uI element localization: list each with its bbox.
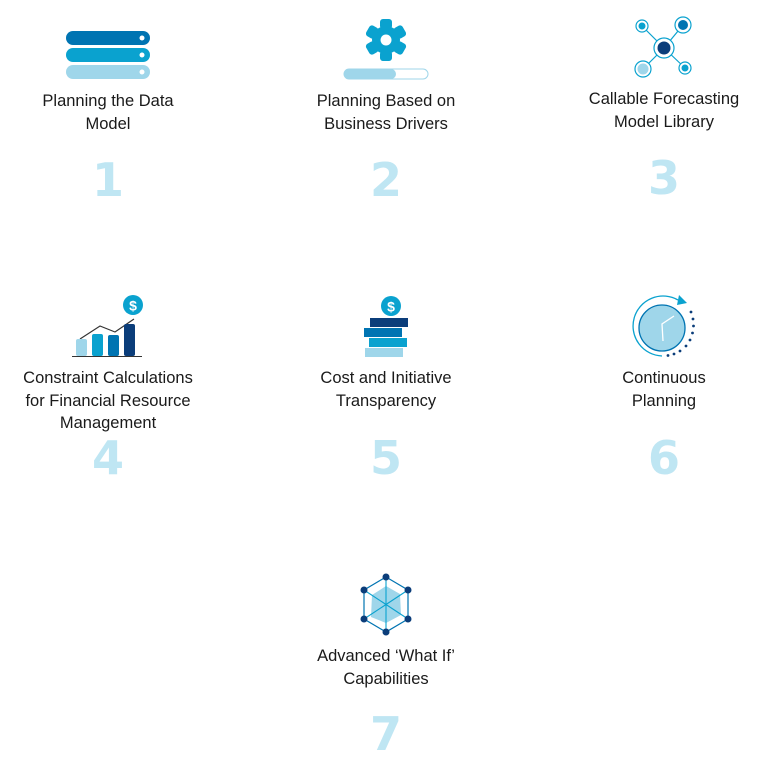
- database-stack-icon: [66, 31, 150, 79]
- label-line: Model: [85, 114, 131, 133]
- label-line: for Financial Resource: [25, 391, 191, 410]
- label-line: Constraint Calculations: [23, 369, 193, 387]
- step-label: Planning the Data Model: [0, 90, 228, 135]
- step-label: Cost and Initiative Transparency: [266, 367, 506, 412]
- label-line: Transparency: [335, 391, 437, 410]
- radar-hexagon-icon: [360, 573, 412, 636]
- step-label: Constraint Calculations for Financial Re…: [0, 367, 228, 435]
- step-label: Continuous Planning: [544, 367, 771, 412]
- label-line: Planning: [631, 391, 697, 410]
- bar-chart-dollar-icon: $: [72, 295, 143, 357]
- clock-cycle-icon: [632, 295, 695, 357]
- step-label: Callable Forecasting Model Library: [544, 88, 771, 133]
- gear-progress-icon: [343, 19, 429, 80]
- label-line: Planning Based on: [316, 92, 456, 110]
- step-number: 2: [369, 153, 402, 207]
- step-label: Advanced ‘What If’ Capabilities: [266, 645, 506, 690]
- step-label: Planning Based on Business Drivers: [266, 90, 506, 135]
- svg-text:$: $: [129, 298, 137, 314]
- step-number: 5: [369, 431, 402, 485]
- label-line: Callable Forecasting: [588, 90, 740, 108]
- label-line: Planning the Data: [42, 92, 174, 110]
- label-line: Advanced ‘What If’: [317, 647, 455, 665]
- step-number: 7: [369, 707, 402, 761]
- label-line: Capabilities: [343, 669, 429, 688]
- label-line: Business Drivers: [324, 114, 448, 133]
- step-number: 6: [647, 431, 680, 485]
- network-nodes-icon: [634, 16, 692, 78]
- label-line: Management: [59, 414, 157, 432]
- step-number: 4: [91, 431, 124, 485]
- step-number: 3: [647, 151, 680, 205]
- svg-text:$: $: [387, 299, 395, 315]
- coin-stack-dollar-icon: $: [364, 296, 408, 357]
- step-number: 1: [91, 153, 124, 207]
- label-line: Continuous: [622, 369, 706, 387]
- label-line: Model Library: [614, 112, 714, 131]
- label-line: Cost and Initiative: [320, 369, 452, 387]
